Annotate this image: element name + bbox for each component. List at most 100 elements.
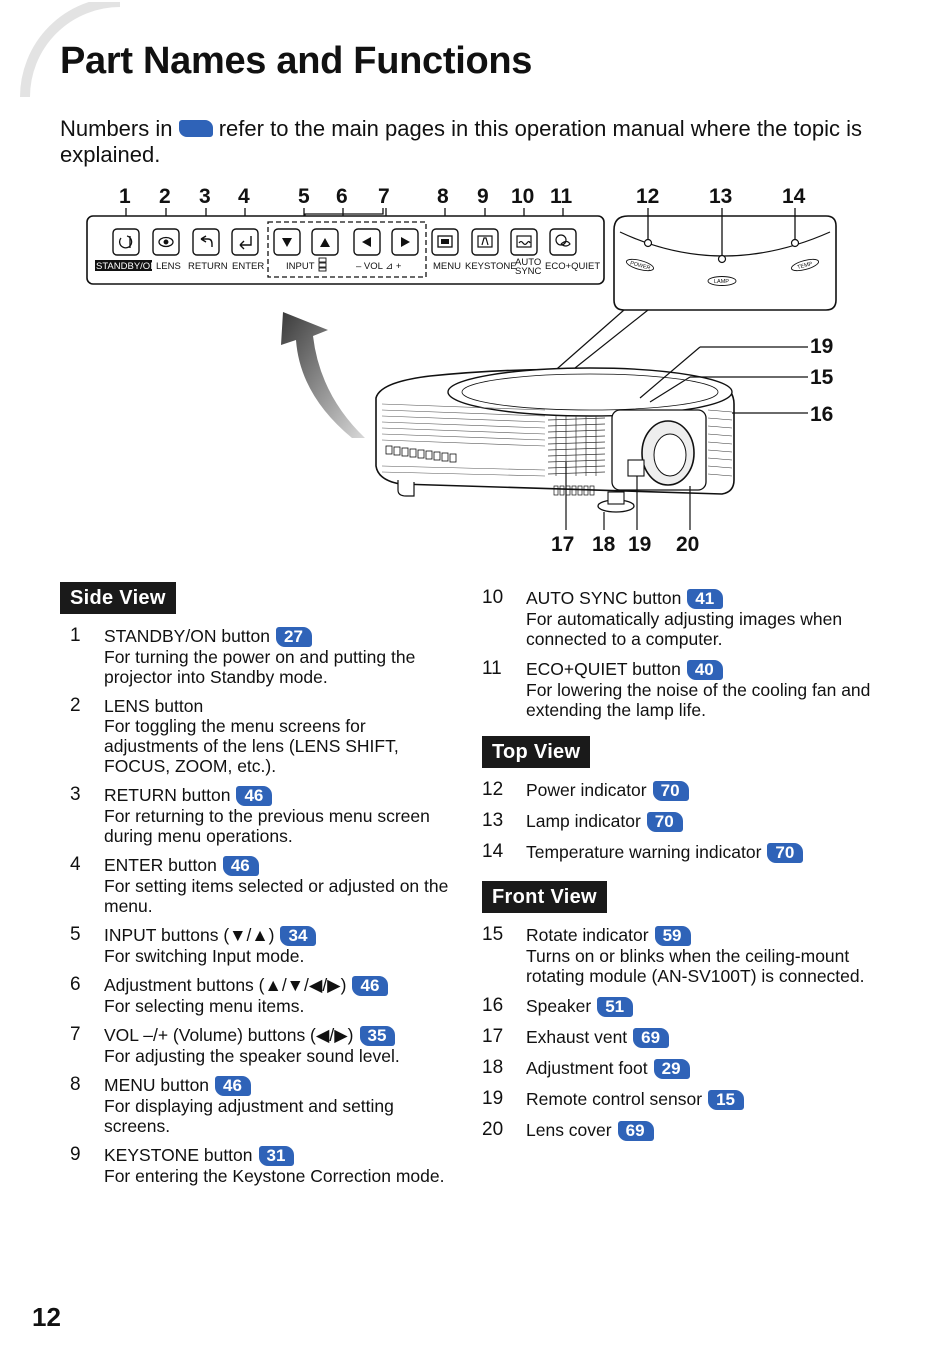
label-vol: – VOL ⊿ + — [356, 261, 402, 272]
item-description: For toggling the menu screens for adjust… — [104, 716, 399, 776]
item-number: 9 — [70, 1144, 81, 1165]
page-badge[interactable]: 40 — [686, 660, 723, 680]
page-badge[interactable]: 34 — [280, 926, 317, 946]
temp-indicator-label: TEMP — [797, 261, 814, 271]
eye-icon — [158, 236, 174, 248]
item-description: For displaying adjustment and setting sc… — [104, 1096, 394, 1136]
page-badge[interactable]: 15 — [708, 1090, 744, 1110]
right-callouts: 19 15 16 — [639, 335, 834, 426]
lamp-indicator-dot — [717, 254, 727, 264]
item-number: 18 — [482, 1057, 504, 1078]
item-description: For turning the power on and putting the… — [104, 647, 416, 687]
item-description: For selecting menu items. — [104, 996, 305, 1016]
top-view-header: Top View — [482, 736, 591, 768]
item-label: Lens cover — [526, 1120, 612, 1140]
callout-20: 20 — [676, 533, 699, 556]
page-badge[interactable]: 46 — [236, 786, 273, 806]
panel-callout-numbers: 1 2 3 4 5 6 7 8 9 10 11 — [119, 185, 573, 208]
page-badge[interactable]: 46 — [222, 856, 259, 876]
curved-arrow-icon — [281, 312, 365, 438]
intro-after: refer to the main pages in this operatio… — [60, 116, 862, 167]
item-label: INPUT buttons (▼/▲) — [104, 925, 275, 945]
item-label: LENS button — [104, 696, 204, 716]
page-badge[interactable]: 70 — [652, 781, 689, 801]
page-badge[interactable]: 69 — [617, 1121, 654, 1141]
item-number: 15 — [482, 924, 504, 945]
intro-before: Numbers in — [60, 116, 173, 141]
page-title: Part Names and Functions — [60, 40, 533, 82]
power-indicator-label: POWER — [629, 260, 651, 271]
item-label: AUTO SYNC button — [526, 588, 682, 608]
item-label: Rotate indicator — [526, 925, 649, 945]
page-badge[interactable]: 41 — [687, 589, 724, 609]
power-indicator-dot — [643, 238, 653, 248]
page-badge[interactable]: 31 — [258, 1146, 295, 1166]
indicator-panel-callout: 12 13 14 POWER LAMP TEMP — [549, 185, 837, 376]
callout-2: 2 — [159, 185, 171, 208]
control-panel: STANDBY/ON LENS RETURN ENTER INPUT – VOL… — [86, 215, 605, 285]
enter-button-graphic — [231, 228, 259, 256]
item-description: For switching Input mode. — [104, 946, 305, 966]
temp-indicator-dot — [790, 238, 800, 248]
triangle-down-icon — [282, 238, 292, 247]
page-badge[interactable]: 35 — [359, 1026, 396, 1046]
enter-arrow-icon — [239, 236, 252, 250]
page-badge[interactable]: 59 — [654, 926, 691, 946]
callout-9: 9 — [477, 185, 489, 208]
item-description: For lowering the noise of the cooling fa… — [526, 680, 871, 720]
auto-sync-icon — [516, 235, 532, 248]
page-badge[interactable]: 46 — [215, 1076, 251, 1096]
callout-19-top: 19 — [810, 335, 833, 358]
item-label: Adjustment foot — [526, 1058, 648, 1078]
callout-14: 14 — [782, 185, 806, 208]
label-auto: AUTO — [515, 257, 541, 268]
item-label: STANDBY/ON button — [104, 626, 270, 646]
item-label: MENU button — [104, 1075, 210, 1095]
item-number: 7 — [70, 1024, 81, 1045]
page-badge[interactable]: 70 — [646, 812, 683, 832]
callout-11: 11 — [550, 185, 573, 208]
callout-7: 7 — [378, 185, 390, 208]
list-item: 6 Adjustment buttons (▲/▼/◀/▶)46 For sel… — [60, 975, 460, 1016]
power-icon — [118, 235, 133, 249]
item-description: For setting items selected or adjusted o… — [104, 876, 449, 916]
item-number: 8 — [70, 1074, 81, 1095]
projector-illustration: 1 2 3 4 5 6 7 8 9 10 11 — [86, 185, 837, 556]
callout-10: 10 — [511, 185, 534, 208]
item-label: KEYSTONE button — [104, 1145, 253, 1165]
keystone-icon — [477, 235, 493, 248]
item-description: For returning to the previous menu scree… — [104, 806, 430, 846]
page-badge[interactable]: 29 — [653, 1059, 690, 1079]
intro-text: Numbers in refer to the main pages in th… — [60, 116, 880, 168]
page-badge[interactable]: 69 — [633, 1028, 670, 1048]
page-badge[interactable]: 70 — [767, 843, 804, 863]
label-keystone: KEYSTONE — [465, 261, 517, 272]
input-indicator-icon — [318, 257, 327, 272]
item-number: 12 — [482, 779, 504, 800]
page-badge[interactable]: 46 — [352, 976, 389, 996]
callout-5: 5 — [298, 185, 310, 208]
item-label: VOL –/+ (Volume) buttons (◀/▶) — [104, 1025, 354, 1045]
eco-leaf-icon — [555, 234, 571, 247]
standby-button-graphic — [112, 228, 140, 256]
page-badge[interactable]: 51 — [597, 997, 634, 1017]
page-badge[interactable]: 27 — [276, 627, 312, 647]
corner-arc-decoration — [20, 2, 120, 98]
return-arrow-icon — [200, 235, 213, 247]
item-number: 6 — [70, 974, 81, 995]
lamp-indicator-label: LAMP — [714, 279, 729, 285]
projector-body — [375, 367, 735, 513]
triangle-right-icon — [401, 237, 410, 247]
item-label: Exhaust vent — [526, 1027, 628, 1047]
item-number: 5 — [70, 924, 81, 945]
